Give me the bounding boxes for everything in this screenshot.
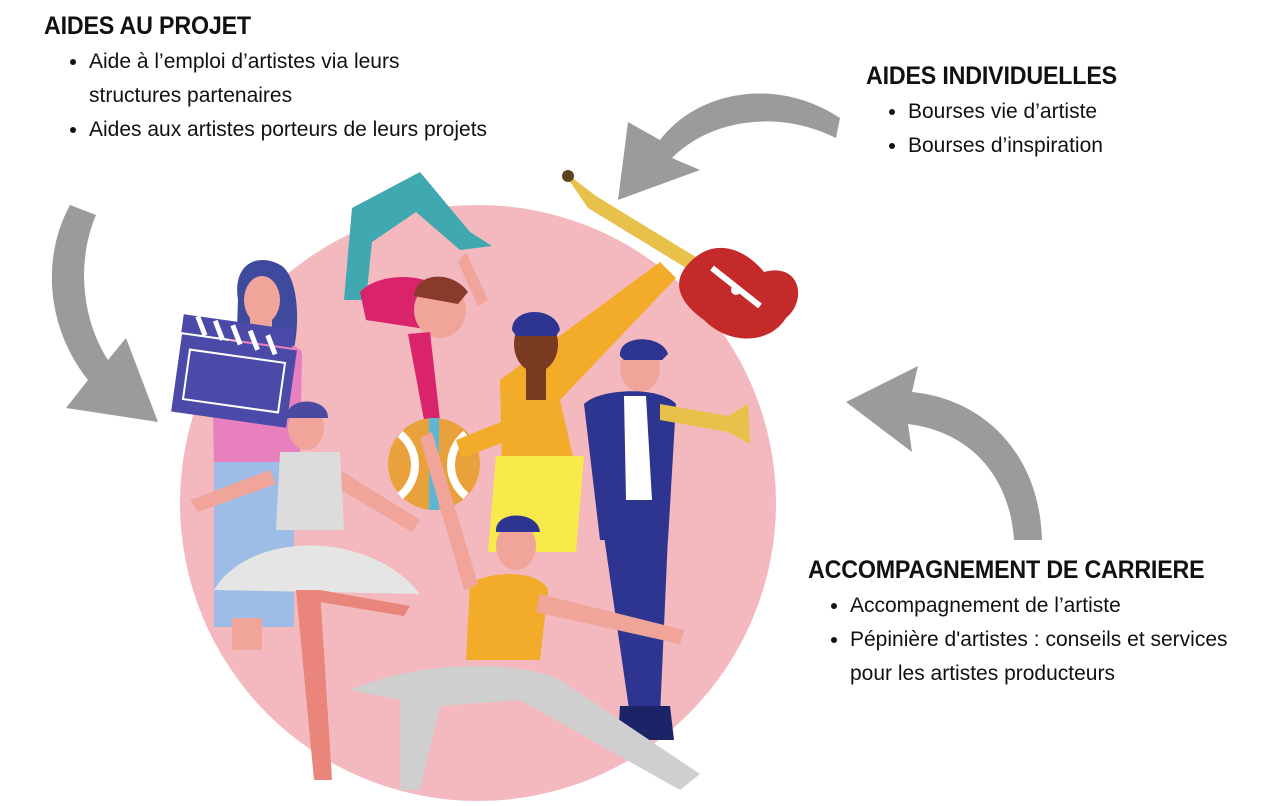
trumpet-icon — [660, 404, 750, 444]
trumpet-player-figure — [584, 339, 750, 740]
electric-guitar-icon — [679, 247, 799, 339]
list-item: Pépinière d'artistes : conseils et servi… — [850, 623, 1230, 691]
section-title: ACCOMPAGNEMENT DE CARRIERE — [808, 556, 1205, 584]
list-item: Aides aux artistes porteurs de leurs pro… — [89, 113, 564, 147]
curved-arrow-icon — [846, 366, 1042, 540]
fountain-pen-icon — [562, 170, 704, 274]
list-item: Bourses d’inspiration — [908, 129, 1196, 163]
section-accompagnement-carriere: ACCOMPAGNEMENT DE CARRIERE Accompagnemen… — [808, 556, 1268, 691]
bullet-list: Bourses vie d’artiste Bourses d’inspirat… — [866, 95, 1196, 163]
curved-arrow-icon — [51, 205, 158, 422]
ballerina-figure — [190, 401, 420, 780]
bullet-list: Accompagnement de l’artiste Pépinière d'… — [808, 589, 1268, 691]
dancer-figure — [350, 432, 700, 790]
clapperboard-icon — [171, 314, 297, 428]
list-item: Accompagnement de l’artiste — [850, 589, 1268, 623]
bullet-list: Aide à l’emploi d’artistes via leurs str… — [44, 45, 564, 147]
section-aides-projet: AIDES AU PROJET Aide à l’emploi d’artist… — [44, 12, 564, 147]
acrobat-figure — [344, 172, 492, 420]
section-title: AIDES INDIVIDUELLES — [866, 62, 1117, 90]
list-item: Aide à l’emploi d’artistes via leurs str… — [89, 45, 429, 113]
section-title: AIDES AU PROJET — [44, 12, 251, 40]
curved-arrow-icon — [618, 93, 840, 200]
list-item: Bourses vie d’artiste — [908, 95, 1196, 129]
section-aides-individuelles: AIDES INDIVIDUELLES Bourses vie d’artist… — [866, 62, 1196, 163]
